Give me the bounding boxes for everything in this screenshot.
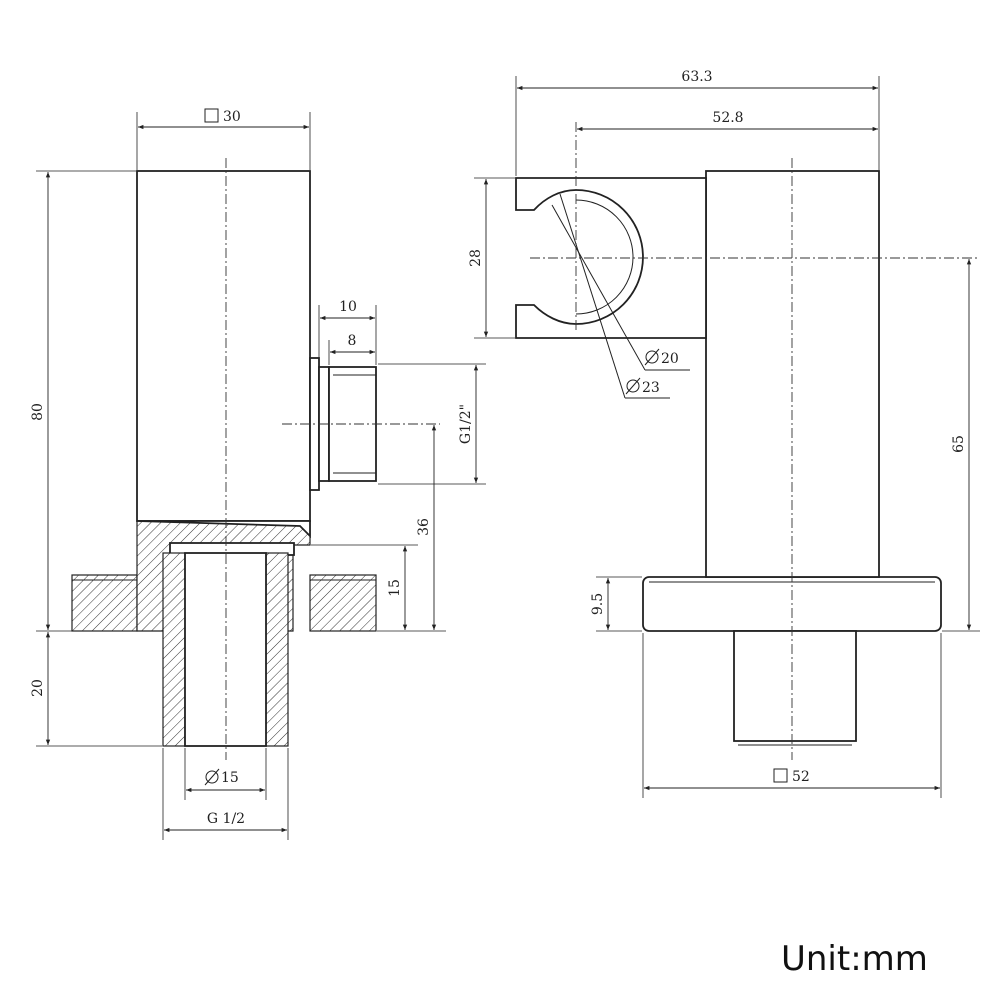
dim-inlet-length: 20 [30,632,162,747]
dim-holder-depth-label: 52.8 [712,110,743,126]
dim-holder-center-height: 65 [942,259,980,632]
dim-body-height: 80 [30,170,136,632]
dim-holder-center-height-label: 65 [951,435,967,453]
dim-overall-depth: 63.3 [515,69,880,176]
diameter-symbol [644,348,660,366]
dim-flange-width: 52 [642,633,942,798]
dim-holder-outer-diameter-label: 23 [642,380,660,396]
front-wall-flange [71,574,377,632]
dim-body-height-label: 80 [30,403,46,421]
side-holder [515,177,707,339]
dim-overall-depth-label: 63.3 [681,69,712,85]
dim-holder-outer-diameter: 23 [625,377,660,396]
dim-body-width: 30 [136,108,311,170]
dim-inlet-diameter: 15 [184,748,267,800]
dim-base-height-label: 15 [387,579,403,597]
dim-outlet-thread-label: G1/2" [458,404,474,444]
dim-holder-depth: 52.8 [577,110,878,132]
dim-inlet-diameter-label: 15 [221,770,239,786]
dim-holder-height: 28 [468,177,515,339]
dim-flange-thickness: 9.5 [590,576,642,632]
square-symbol [773,768,788,783]
dim-outlet-height-label: 36 [416,518,432,536]
dim-outlet-thread-length: 8 [328,333,375,365]
dim-outlet-thread: G1/2" [378,363,486,485]
front-body [136,170,311,522]
front-inlet-pipe [162,552,289,747]
dim-flange-width-label: 52 [792,769,810,785]
dim-inlet-length-label: 20 [30,679,46,697]
front-view: 30 80 20 10 8 [30,108,486,840]
diameter-symbol [204,768,220,786]
dim-inlet-thread: G 1/2 [162,748,289,840]
dim-outlet-thread-length-label: 8 [348,333,357,349]
dim-outlet-length-label: 10 [339,299,357,315]
dim-outlet-length: 10 [318,299,377,365]
dim-holder-inner-diameter-label: 20 [661,351,679,367]
side-inlet-pipe [733,630,857,742]
dim-inlet-thread-label: G 1/2 [207,811,245,827]
unit-note: Unit:mm [781,939,928,979]
dim-holder-inner-diameter: 20 [644,348,679,367]
dim-flange-thickness-label: 9.5 [590,593,606,615]
side-view: 63.3 52.8 28 20 23 [468,69,980,798]
side-body [705,170,880,578]
diameter-symbol [625,377,641,395]
dim-outlet-height: 36 [377,425,446,632]
dim-base-height: 15 [311,544,418,630]
dim-body-width-label: 30 [223,109,241,125]
dim-holder-height-label: 28 [468,249,484,267]
square-symbol [204,108,219,123]
